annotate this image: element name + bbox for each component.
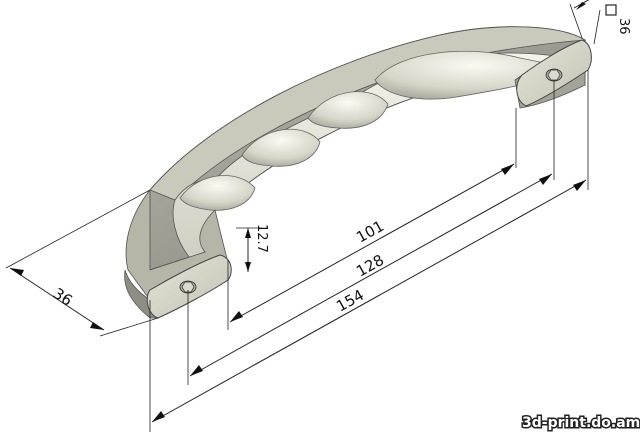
- extension-lines: [5, 3, 601, 432]
- dimension-36-width: 36: [9, 267, 105, 331]
- dimension-36-width-label: 36: [50, 284, 76, 309]
- right-mount-hole: [545, 68, 563, 82]
- dimension-154: 154: [151, 179, 587, 423]
- dimension-square-36-label: 36: [616, 18, 631, 35]
- dimension-128: 128: [189, 173, 553, 377]
- dimension-square-36: 36: [573, 0, 631, 35]
- dimension-12-7-label: 12.7: [254, 224, 269, 253]
- dimension-101: 101: [229, 163, 515, 323]
- finger-scallop-1: [179, 175, 256, 211]
- dimension-12-7-height: 12.7: [236, 224, 269, 272]
- dimension-101-label: 101: [353, 217, 387, 247]
- finger-scallop-2: [241, 128, 321, 167]
- square-section-icon: [605, 4, 617, 16]
- handle-body: [124, 26, 592, 319]
- watermark-text: 3d-print.do.am: [522, 415, 640, 431]
- finger-scallop-3: [307, 91, 389, 129]
